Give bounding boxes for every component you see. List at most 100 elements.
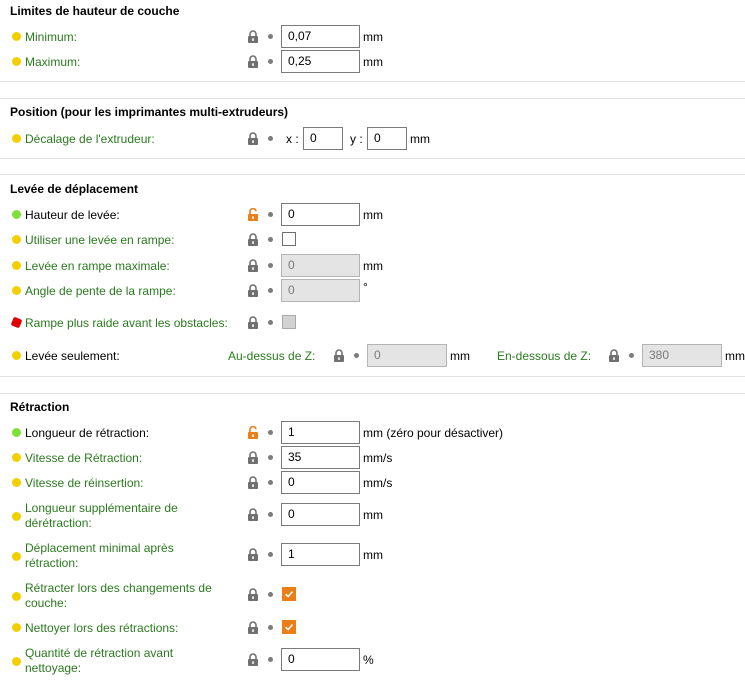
wipe-row: Nettoyer lors des rétractions: bbox=[0, 616, 745, 640]
lock-icon[interactable] bbox=[247, 316, 259, 329]
lock-icon[interactable] bbox=[247, 259, 259, 272]
unlock-icon[interactable] bbox=[247, 208, 259, 221]
lock-icon[interactable] bbox=[247, 132, 259, 145]
lift-height-row: Hauteur de levée: 0 mm bbox=[0, 203, 745, 227]
reset-dot-icon[interactable] bbox=[629, 353, 634, 358]
min-travel-input[interactable]: 1 bbox=[281, 543, 360, 566]
lock-icon[interactable] bbox=[247, 548, 259, 561]
retract-before-wipe-row: Quantité de rétraction avant nettoyage: … bbox=[0, 646, 745, 675]
lock-icon[interactable] bbox=[247, 653, 259, 666]
maximum-input[interactable]: 0,25 bbox=[281, 50, 360, 73]
reset-dot-icon[interactable] bbox=[268, 657, 273, 662]
check-icon bbox=[283, 588, 295, 600]
status-dot-icon bbox=[12, 552, 21, 561]
unit-label: mm bbox=[363, 508, 383, 522]
ramping-lift-label: Utiliser une levée en rampe: bbox=[25, 233, 175, 247]
lock-icon[interactable] bbox=[247, 30, 259, 43]
ramp-slope-input[interactable]: 0 bbox=[281, 279, 360, 302]
reset-dot-icon[interactable] bbox=[268, 430, 273, 435]
retract-length-input[interactable]: 1 bbox=[281, 421, 360, 444]
lock-icon[interactable] bbox=[247, 233, 259, 246]
unit-label: mm bbox=[363, 55, 383, 69]
unit-label: mm bbox=[363, 30, 383, 44]
lock-icon[interactable] bbox=[333, 349, 345, 362]
status-dot-icon bbox=[12, 134, 21, 143]
reset-dot-icon[interactable] bbox=[268, 136, 273, 141]
status-dot-icon bbox=[12, 351, 21, 360]
lock-icon[interactable] bbox=[247, 588, 259, 601]
reset-dot-icon[interactable] bbox=[268, 59, 273, 64]
reset-dot-icon[interactable] bbox=[268, 320, 273, 325]
status-dot-icon bbox=[12, 286, 21, 295]
status-dot-icon bbox=[12, 478, 21, 487]
reset-dot-icon[interactable] bbox=[268, 592, 273, 597]
steeper-ramp-label: Rampe plus raide avant les obstacles: bbox=[25, 316, 228, 330]
retract-speed-input[interactable]: 35 bbox=[281, 446, 360, 469]
max-ramping-lift-input[interactable]: 0 bbox=[281, 254, 360, 277]
max-ramping-lift-row: Levée en rampe maximale: 0 mm bbox=[0, 254, 745, 278]
reset-dot-icon[interactable] bbox=[268, 552, 273, 557]
section-title: Levée de déplacement bbox=[10, 182, 139, 196]
reset-dot-icon[interactable] bbox=[268, 625, 273, 630]
retract-before-wipe-input[interactable]: 0 bbox=[281, 648, 360, 671]
status-dot-icon bbox=[12, 453, 21, 462]
unlock-icon[interactable] bbox=[247, 426, 259, 439]
status-dot-icon bbox=[12, 623, 21, 632]
max-ramping-lift-label: Levée en rampe maximale: bbox=[25, 259, 170, 273]
ramping-lift-checkbox[interactable] bbox=[282, 232, 296, 246]
reset-dot-icon[interactable] bbox=[268, 212, 273, 217]
minimum-row: Minimum: 0,07 mm bbox=[0, 25, 745, 49]
status-dot-icon bbox=[12, 657, 21, 666]
lift-section: Levée de déplacement bbox=[0, 174, 745, 377]
position-section: Position (pour les imprimantes multi-ext… bbox=[0, 98, 745, 159]
reset-dot-icon[interactable] bbox=[268, 455, 273, 460]
status-dot-icon bbox=[12, 235, 21, 244]
reset-dot-icon[interactable] bbox=[268, 480, 273, 485]
lock-icon[interactable] bbox=[247, 284, 259, 297]
reset-dot-icon[interactable] bbox=[354, 353, 359, 358]
lock-icon[interactable] bbox=[247, 476, 259, 489]
reset-dot-icon[interactable] bbox=[268, 512, 273, 517]
lock-icon[interactable] bbox=[247, 55, 259, 68]
steeper-ramp-row: Rampe plus raide avant les obstacles: bbox=[0, 311, 745, 335]
lift-only-label: Levée seulement: bbox=[25, 349, 120, 363]
below-z-input[interactable]: 380 bbox=[642, 344, 722, 367]
retraction-section: Rétraction bbox=[0, 393, 745, 685]
unit-label: mm bbox=[363, 208, 383, 222]
wipe-label: Nettoyer lors des rétractions: bbox=[25, 621, 179, 635]
layer-height-section: Limites de hauteur de couche bbox=[0, 0, 745, 82]
reset-dot-icon[interactable] bbox=[268, 34, 273, 39]
lock-icon[interactable] bbox=[247, 451, 259, 464]
above-z-input[interactable]: 0 bbox=[367, 344, 447, 367]
reset-dot-icon[interactable] bbox=[268, 237, 273, 242]
unit-label: mm bbox=[410, 132, 430, 146]
offset-y-input[interactable]: 0 bbox=[367, 127, 407, 150]
wipe-checkbox[interactable] bbox=[282, 620, 296, 634]
lock-icon[interactable] bbox=[247, 508, 259, 521]
deretract-speed-input[interactable]: 0 bbox=[281, 471, 360, 494]
offset-x-input[interactable]: 0 bbox=[303, 127, 343, 150]
extruder-offset-row: Décalage de l'extrudeur: x : 0 y : 0 mm bbox=[0, 127, 745, 151]
minimum-input[interactable]: 0,07 bbox=[281, 25, 360, 48]
status-dot-icon bbox=[12, 57, 21, 66]
retract-speed-row: Vitesse de Rétraction: 35 mm/s bbox=[0, 446, 745, 470]
reset-dot-icon[interactable] bbox=[268, 263, 273, 268]
lift-height-input[interactable]: 0 bbox=[281, 203, 360, 226]
extra-length-input[interactable]: 0 bbox=[281, 503, 360, 526]
unit-label: ° bbox=[363, 280, 368, 294]
lock-icon[interactable] bbox=[608, 349, 620, 362]
ramp-slope-row: Angle de pente de la rampe: 0 ° bbox=[0, 279, 745, 303]
status-dot-icon bbox=[12, 32, 21, 41]
status-dot-icon bbox=[10, 316, 23, 329]
retract-speed-label: Vitesse de Rétraction: bbox=[25, 451, 143, 465]
maximum-label: Maximum: bbox=[25, 55, 81, 69]
min-travel-row: Déplacement minimal après rétraction: 1 … bbox=[0, 541, 745, 570]
lock-icon[interactable] bbox=[247, 621, 259, 634]
reset-dot-icon[interactable] bbox=[268, 288, 273, 293]
retract-layer-change-checkbox[interactable] bbox=[282, 587, 296, 601]
steeper-ramp-checkbox[interactable] bbox=[282, 315, 296, 329]
retract-before-wipe-label-line1: Quantité de rétraction avant bbox=[25, 646, 174, 660]
check-icon bbox=[283, 621, 295, 633]
lift-only-row: Levée seulement: Au-dessus de Z: 0 mm En… bbox=[0, 344, 745, 368]
y-axis-label: y : bbox=[350, 132, 363, 146]
